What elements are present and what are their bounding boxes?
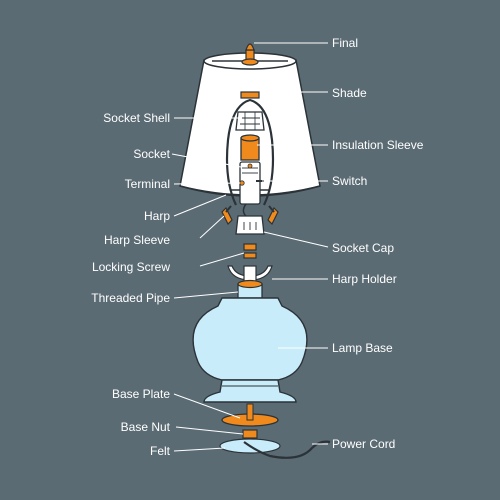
label-felt: Felt xyxy=(149,444,170,458)
leader-lines xyxy=(171,42,329,452)
label-switch: Switch xyxy=(332,174,368,188)
label-harp: Harp xyxy=(143,209,170,223)
socket-cap xyxy=(235,215,265,235)
socket xyxy=(239,161,264,219)
label-locking-screw: Locking Screw xyxy=(91,260,170,274)
label-insulation-sleeve: Insulation Sleeve xyxy=(332,138,424,152)
locking-screw xyxy=(243,243,257,259)
label-socket-cap: Socket Cap xyxy=(332,241,395,255)
harp-sleeve xyxy=(221,205,279,226)
label-lamp-base: Lamp Base xyxy=(332,341,393,355)
label-final: Final xyxy=(332,36,359,50)
label-base-nut: Base Nut xyxy=(120,420,170,434)
harp-holder xyxy=(227,265,273,283)
label-socket: Socket xyxy=(133,147,170,161)
final xyxy=(241,43,259,66)
label-power-cord: Power Cord xyxy=(332,437,396,451)
power-cord xyxy=(243,440,331,459)
base-nut xyxy=(242,429,258,439)
label-threaded-pipe: Threaded Pipe xyxy=(91,291,170,305)
label-harp-sleeve: Harp Sleeve xyxy=(103,233,170,247)
label-harp-holder: Harp Holder xyxy=(332,272,397,286)
label-terminal: Terminal xyxy=(124,177,170,191)
label-socket-shell: Socket Shell xyxy=(103,111,170,125)
lamp-base xyxy=(192,279,308,403)
label-shade: Shade xyxy=(332,86,367,100)
insulation-sleeve xyxy=(240,134,260,161)
label-base-plate: Base Plate xyxy=(111,387,170,401)
socket-shell xyxy=(235,91,265,131)
